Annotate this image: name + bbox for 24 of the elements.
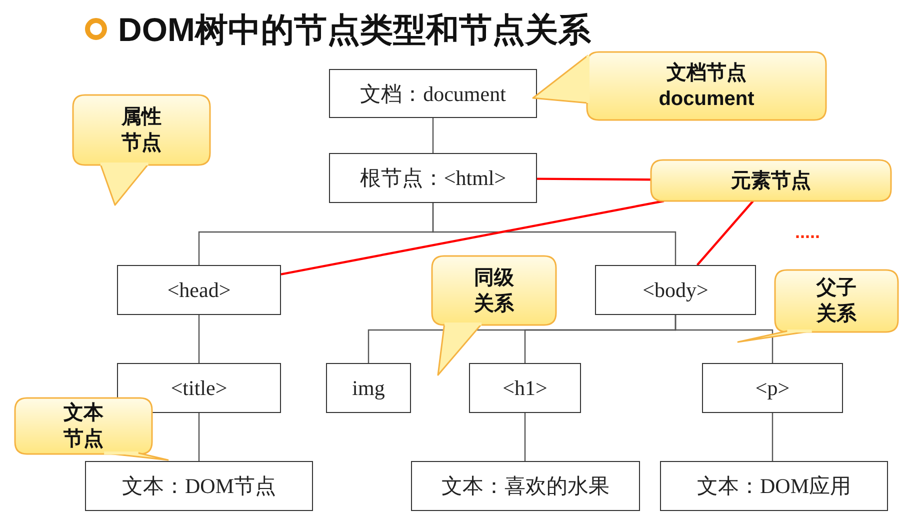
node-box: <h1> [469, 363, 581, 413]
connector-line [772, 413, 774, 461]
connector-line [524, 413, 526, 461]
node-box: 根节点：<html> [329, 153, 537, 203]
node-box: <body> [595, 265, 756, 315]
node-box: 文本：DOM应用 [660, 461, 888, 511]
connector-line [432, 118, 434, 153]
connector-line [198, 315, 200, 363]
title: DOM树中的节点类型和节点关系 [118, 10, 591, 50]
connector-line [198, 413, 200, 461]
leader-line [537, 178, 651, 181]
connector-line [432, 203, 676, 265]
node-box: 文档：document [329, 69, 537, 118]
leader-line [696, 200, 754, 266]
node-box: img [326, 363, 411, 413]
leader-line [280, 200, 664, 276]
node-box: <title> [117, 363, 281, 413]
ellipsis-note: ..... [795, 222, 820, 243]
connector-line [674, 315, 774, 363]
callout-bubble: 元素节点 [651, 160, 891, 201]
node-box: 文本：DOM节点 [85, 461, 313, 511]
node-box: <p> [702, 363, 843, 413]
node-box: 文本：喜欢的水果 [411, 461, 640, 511]
node-box: <head> [117, 265, 281, 315]
